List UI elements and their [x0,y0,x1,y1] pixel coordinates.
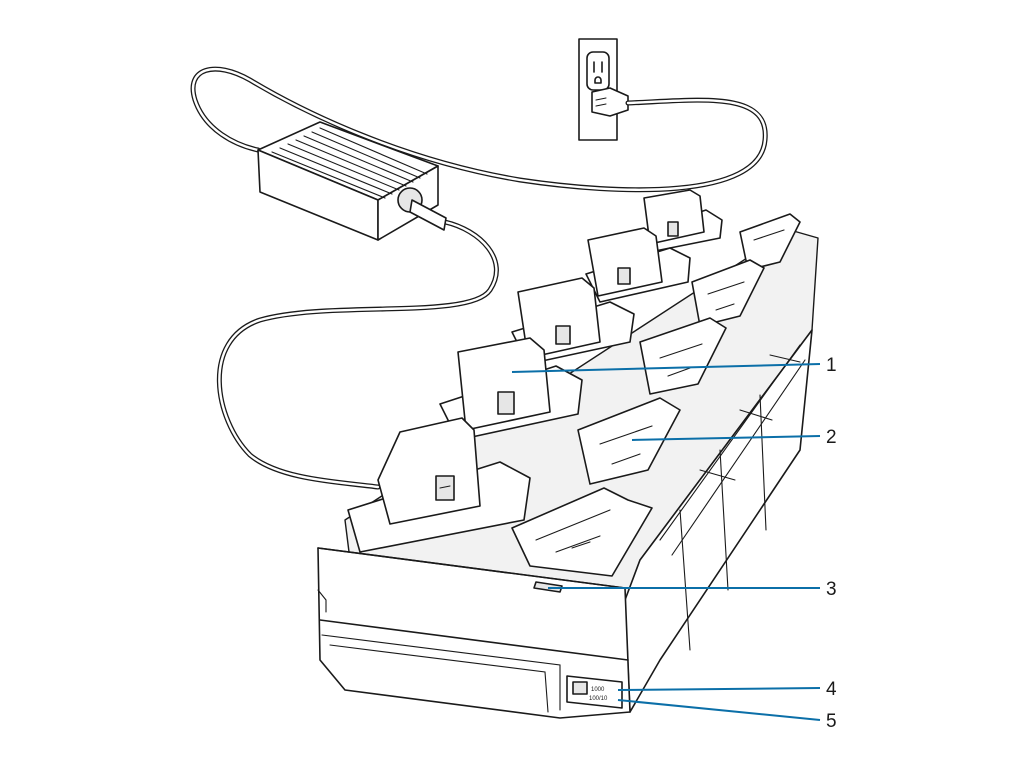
port-speed-1000: 1000 [591,687,605,693]
battery-charging-slots [511,213,801,577]
port-speed-100-10: 100/10 [589,696,608,702]
device-slot-4 [585,227,691,303]
battery-slot-3 [639,317,727,395]
leader-line-2 [631,435,821,441]
battery-slot-4 [691,259,765,327]
callout-5: 5 [826,711,837,732]
leader-line-1 [511,363,821,373]
power-supply-brick [257,121,447,241]
callout-numbers: 1 2 3 4 5 [826,355,837,732]
callout-4: 4 [826,679,837,700]
callout-3: 3 [826,579,837,600]
device-slot-2 [439,337,583,441]
battery-slot-1 [511,487,653,577]
leader-line-5 [617,699,821,721]
leader-line-4 [617,687,821,691]
callout-1: 1 [826,355,837,376]
device-slot-5 [639,189,723,253]
callout-2: 2 [826,427,837,448]
device-slot-1 [347,417,531,553]
wall-outlet [578,38,629,141]
device-charging-slots [347,189,723,553]
callout-leaders [511,363,821,721]
ethernet-port-label: 1000 100/10 [589,687,608,702]
power-cables [190,66,768,490]
